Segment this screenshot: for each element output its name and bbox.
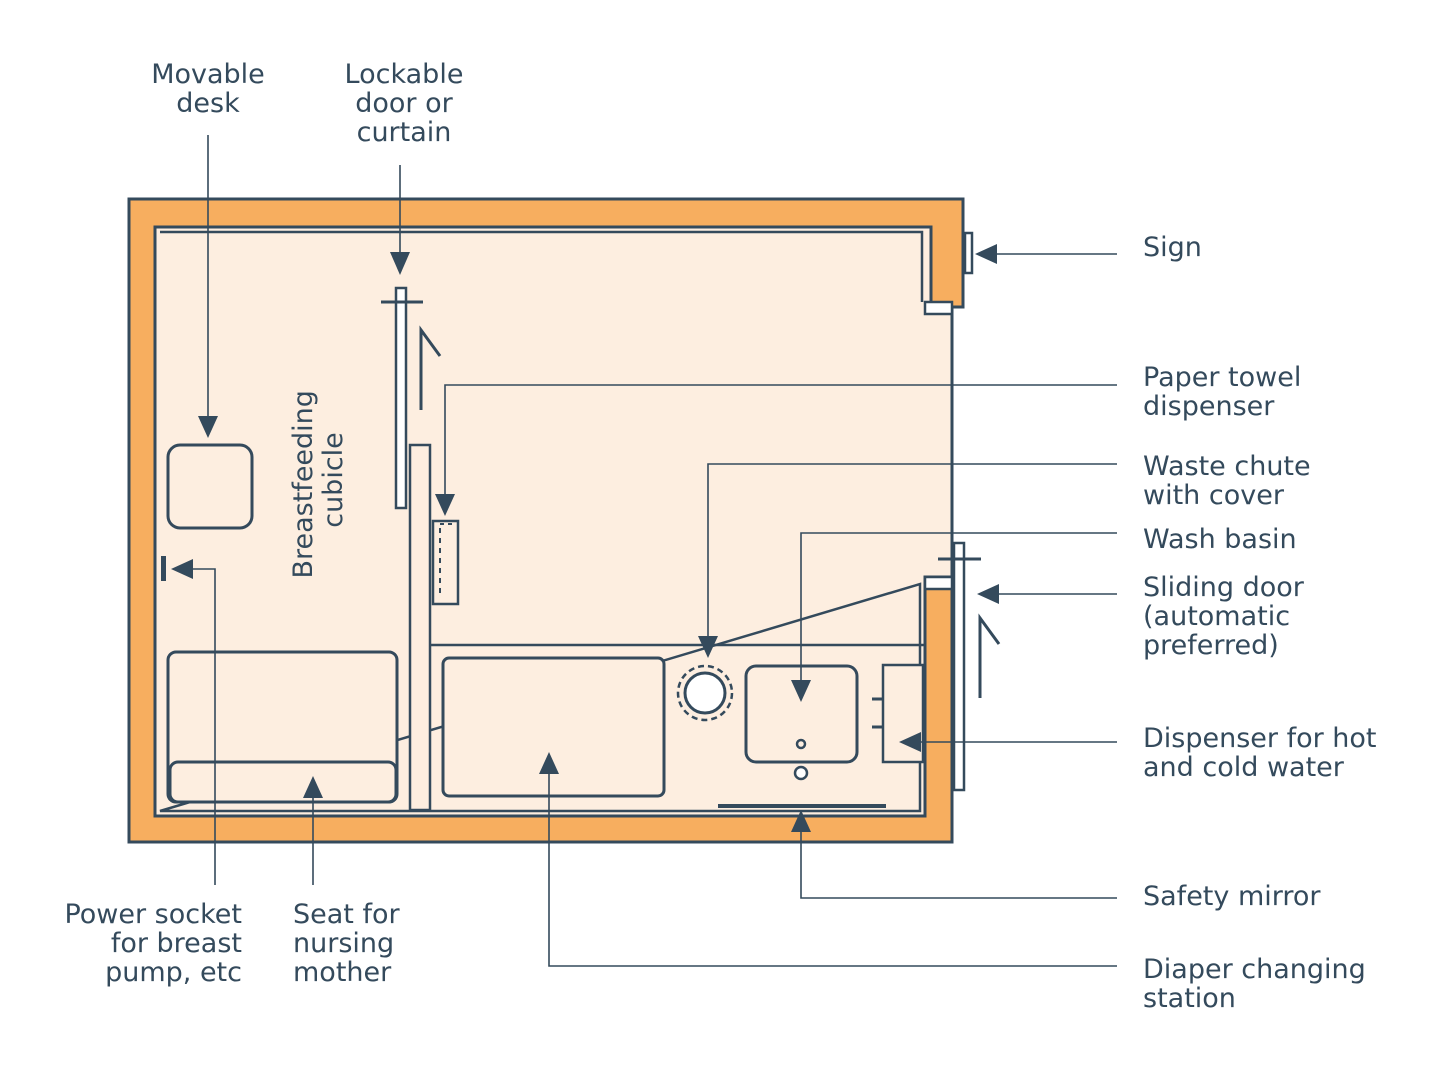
label-wash-basin: Wash basin xyxy=(1143,525,1297,554)
safety-mirror xyxy=(718,804,886,808)
label-paper-towel: Paper towel dispenser xyxy=(1143,363,1301,421)
label-water-dispenser-line1: Dispenser for hot xyxy=(1143,723,1377,754)
label-diaper-station-line1: Diaper changing xyxy=(1143,954,1366,985)
label-water-dispenser: Dispenser for hot and cold water xyxy=(1143,724,1377,782)
arrow-safety-mirror xyxy=(791,810,811,832)
wall-stub-bottom xyxy=(923,575,954,591)
wash-basin-drain xyxy=(795,738,807,750)
label-sign-line1: Sign xyxy=(1143,232,1202,263)
arrow-power-socket xyxy=(171,559,193,579)
label-lockable-door-line3: curtain xyxy=(356,117,452,148)
label-sliding-door-line2: (automatic xyxy=(1143,601,1291,632)
callout-lines xyxy=(193,135,1117,967)
label-power-socket: Power socket for breast pump, etc xyxy=(42,900,242,987)
leader-paper-towel xyxy=(444,384,1117,494)
cubicle-door-swing-icon xyxy=(419,325,442,410)
leader-diaper-station xyxy=(548,772,1117,967)
label-sliding-door-line1: Sliding door xyxy=(1143,572,1304,603)
label-lockable-door: Lockable door or curtain xyxy=(324,60,484,147)
label-paper-towel-line2: dispenser xyxy=(1143,391,1275,422)
label-seat-line2: nursing xyxy=(293,928,395,959)
label-movable-desk-line1: Movable xyxy=(151,59,265,90)
arrow-waste-chute xyxy=(698,636,718,658)
leader-waste-chute xyxy=(707,463,1117,636)
power-socket xyxy=(161,556,166,581)
label-paper-towel-line1: Paper towel xyxy=(1143,362,1302,393)
sign-plate xyxy=(963,231,974,275)
label-sign: Sign xyxy=(1143,233,1202,262)
label-seat: Seat for nursing mother xyxy=(293,900,400,987)
nursing-seat-cushion xyxy=(168,760,398,804)
arrow-sign xyxy=(975,244,997,264)
label-safety-mirror-line1: Safety mirror xyxy=(1143,881,1321,912)
label-waste-chute: Waste chute with cover xyxy=(1143,452,1311,510)
label-power-socket-line1: Power socket xyxy=(64,899,242,930)
wall-stub-top xyxy=(923,300,954,316)
label-diaper-station-line2: station xyxy=(1143,983,1236,1014)
label-safety-mirror: Safety mirror xyxy=(1143,882,1321,911)
label-wash-basin-line1: Wash basin xyxy=(1143,524,1297,555)
cubicle-label: Breastfeeding cubicle xyxy=(288,381,349,578)
label-movable-desk: Movable desk xyxy=(128,60,288,118)
wash-basin-tap xyxy=(793,765,809,781)
arrow-seat xyxy=(303,776,323,798)
label-power-socket-line2: for breast xyxy=(110,928,242,959)
cubicle-partition xyxy=(408,443,432,812)
label-water-dispenser-line2: and cold water xyxy=(1143,752,1344,783)
leader-wash-basin xyxy=(800,532,1117,680)
arrow-sliding-door xyxy=(977,584,999,604)
diaper-changing-station xyxy=(441,656,666,798)
arrow-movable-desk xyxy=(198,416,218,438)
cubicle-label-line2: cubicle xyxy=(318,432,349,528)
label-sliding-door-line3: preferred) xyxy=(1143,630,1279,661)
label-waste-chute-line1: Waste chute xyxy=(1143,451,1311,482)
leader-safety-mirror xyxy=(800,832,1117,899)
movable-desk xyxy=(166,443,254,530)
arrow-diaper-station xyxy=(539,752,559,774)
label-seat-line1: Seat for xyxy=(293,899,400,930)
label-movable-desk-line2: desk xyxy=(176,88,240,119)
leader-power-socket xyxy=(193,568,216,885)
label-sliding-door: Sliding door (automatic preferred) xyxy=(1143,573,1304,660)
waste-chute-outer xyxy=(676,664,734,722)
label-diaper-station: Diaper changing station xyxy=(1143,955,1366,1013)
label-lockable-door-line2: door or xyxy=(355,88,453,119)
arrow-water-dispenser xyxy=(899,732,921,752)
label-power-socket-line3: pump, etc xyxy=(105,957,242,988)
paper-towel-dispenser xyxy=(431,519,460,606)
arrow-lockable-door xyxy=(390,252,410,275)
arrow-paper-towel xyxy=(435,494,455,516)
waste-chute-inner xyxy=(683,671,727,715)
arrow-wash-basin xyxy=(791,680,811,702)
sliding-door-swing-icon xyxy=(978,613,1001,698)
label-lockable-door-line1: Lockable xyxy=(344,59,464,90)
label-seat-line3: mother xyxy=(293,957,392,988)
callout-arrowheads xyxy=(171,244,999,832)
sliding-door-panel xyxy=(952,541,966,792)
label-waste-chute-line2: with cover xyxy=(1143,480,1284,511)
cubicle-label-line1: Breastfeeding xyxy=(288,390,319,578)
cubicle-door-panel xyxy=(394,286,408,510)
